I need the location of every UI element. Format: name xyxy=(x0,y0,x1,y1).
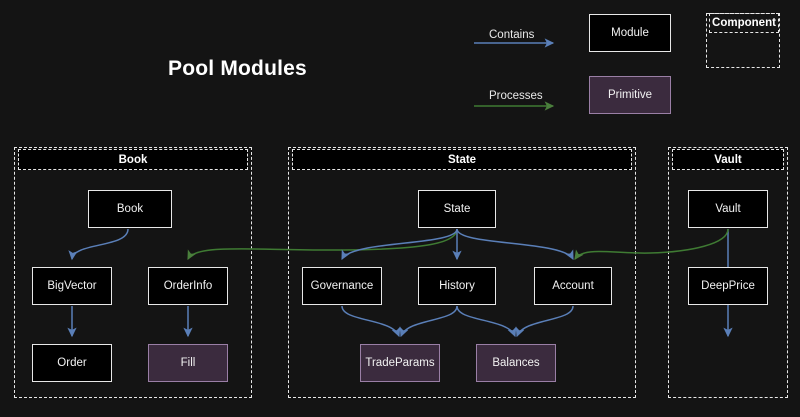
node-book[interactable]: Book xyxy=(88,190,172,228)
node-deepprice[interactable]: DeepPrice xyxy=(688,267,768,305)
node-deepprice-label: DeepPrice xyxy=(701,280,755,292)
legend-component-header: Component xyxy=(709,13,779,33)
node-vault-label: Vault xyxy=(715,203,741,215)
cluster-state-label: State xyxy=(447,153,477,166)
node-tradeparams[interactable]: TradeParams xyxy=(360,344,440,382)
legend-contains-label: Contains xyxy=(489,29,535,41)
node-balances-label: Balances xyxy=(492,357,540,369)
node-tradeparams-label: TradeParams xyxy=(365,357,435,369)
node-book-label: Book xyxy=(116,203,144,215)
legend-primitive-label: Primitive xyxy=(607,89,653,101)
legend-processes-label: Processes xyxy=(489,90,543,102)
node-state[interactable]: State xyxy=(418,190,496,228)
legend-component-label: Component xyxy=(712,17,776,29)
node-governance[interactable]: Governance xyxy=(302,267,382,305)
cluster-state xyxy=(288,147,636,398)
node-orderinfo-label: OrderInfo xyxy=(163,280,213,292)
legend-primitive-box: Primitive xyxy=(589,76,671,114)
node-history[interactable]: History xyxy=(418,267,496,305)
cluster-book xyxy=(14,147,252,398)
node-fill-label: Fill xyxy=(180,357,196,369)
node-history-label: History xyxy=(439,280,475,292)
node-account[interactable]: Account xyxy=(534,267,612,305)
node-bigvector[interactable]: BigVector xyxy=(32,267,112,305)
cluster-vault-label: Vault xyxy=(714,153,742,166)
cluster-vault xyxy=(668,147,788,398)
node-fill[interactable]: Fill xyxy=(148,344,228,382)
node-bigvector-label: BigVector xyxy=(47,280,97,292)
cluster-book-label: Book xyxy=(118,153,148,166)
node-governance-label: Governance xyxy=(310,280,374,292)
node-account-label: Account xyxy=(552,280,594,292)
node-orderinfo[interactable]: OrderInfo xyxy=(148,267,228,305)
page-title: Pool Modules xyxy=(168,57,307,80)
node-vault[interactable]: Vault xyxy=(688,190,768,228)
legend-module-label: Module xyxy=(611,27,649,39)
cluster-vault-header: Vault xyxy=(672,149,784,170)
node-balances[interactable]: Balances xyxy=(476,344,556,382)
node-order-label: Order xyxy=(57,357,87,369)
legend-module-box: Module xyxy=(589,14,671,52)
node-state-label: State xyxy=(443,203,471,215)
cluster-state-header: State xyxy=(292,149,632,170)
cluster-book-header: Book xyxy=(18,149,248,170)
node-order[interactable]: Order xyxy=(32,344,112,382)
